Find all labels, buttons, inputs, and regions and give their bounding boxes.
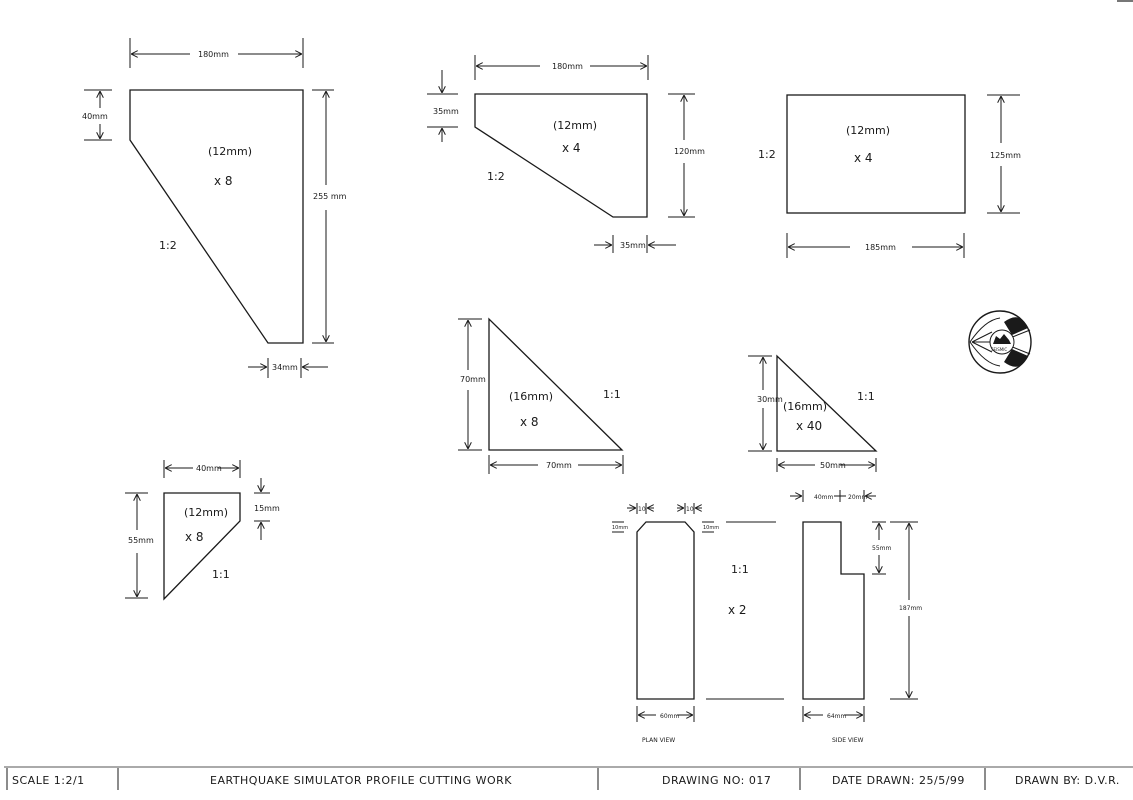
part-e: 30mm 50mm (16mm) x 40 1:1: [748, 354, 878, 472]
part-f-outline: [163, 492, 241, 601]
part-e-outline: [776, 354, 878, 452]
part-g-side-view: 40mm 20mm 55mm 187mm 64mm SIDE VIEW: [790, 490, 922, 744]
part-b-dim-top: 180mm: [552, 62, 583, 71]
part-g-scale: 1:1: [731, 563, 749, 576]
part-g-side-view-label: SIDE VIEW: [832, 737, 864, 744]
part-g-dim-chamfer-left: 10: [638, 506, 646, 513]
part-a: 180mm 40mm 255 mm 34mm (12mm) x 8 1:2: [82, 38, 347, 378]
title-block-drawn-by: DRAWN BY: D.V.R.: [1015, 774, 1120, 787]
title-block-scale: SCALE 1:2/1: [12, 774, 85, 787]
part-e-dim-bottom: 50mm: [820, 461, 846, 470]
part-a-outline: [129, 89, 304, 344]
part-e-dim-left: 30mm: [757, 395, 783, 404]
part-g-dim-height: 187mm: [899, 605, 922, 612]
part-g-dim-chamfer-left-h: 10mm: [612, 525, 628, 531]
part-f-dim-top: 40mm: [196, 464, 222, 473]
part-a-dim-top: 180mm: [198, 50, 229, 59]
part-f-qty: x 8: [185, 530, 204, 544]
part-a-dim-bottom: 34mm: [272, 363, 298, 372]
part-f-dim-left: 55mm: [128, 536, 154, 545]
part-f-scale: 1:1: [212, 568, 230, 581]
part-d-dim-bottom: 70mm: [546, 461, 572, 470]
part-c-thickness: (12mm): [846, 124, 890, 137]
part-e-scale: 1:1: [857, 390, 875, 403]
part-d: 70mm 70mm (16mm) x 8 1:1: [458, 317, 624, 474]
part-e-thickness: (16mm): [783, 400, 827, 413]
part-g-dim-side-bottom: 64mm: [827, 713, 846, 720]
part-g-dim-side-top-right: 20mm: [848, 494, 867, 501]
part-b-qty: x 4: [562, 141, 581, 155]
part-c-dim-bottom: 185mm: [865, 243, 896, 252]
part-a-dim-left: 40mm: [82, 112, 108, 121]
part-a-thickness: (12mm): [208, 145, 252, 158]
earthquake-seismic-logo-icon: SEISMIC: [968, 310, 1032, 374]
part-e-qty: x 40: [796, 419, 822, 433]
part-c-qty: x 4: [854, 151, 873, 165]
part-a-dim-right: 255 mm: [313, 192, 347, 201]
part-b-dim-bottom: 35mm: [620, 241, 646, 250]
part-d-qty: x 8: [520, 415, 539, 429]
title-block-drawing-no: DRAWING NO: 017: [662, 774, 771, 787]
part-b-dim-right: 120mm: [674, 147, 705, 156]
part-d-dim-left: 70mm: [460, 375, 486, 384]
part-g-dim-chamfer-right: 10: [686, 506, 694, 513]
part-g-side-outline: [802, 521, 865, 700]
sheet-corner-mark: [1117, 0, 1133, 2]
title-block-date-drawn: DATE DRAWN: 25/5/99: [832, 774, 965, 787]
part-a-scale: 1:2: [159, 239, 177, 252]
part-a-qty: x 8: [214, 174, 233, 188]
part-g-plan-view-label: PLAN VIEW: [642, 737, 675, 744]
part-d-thickness: (16mm): [509, 390, 553, 403]
part-d-scale: 1:1: [603, 388, 621, 401]
part-d-outline: [488, 317, 624, 451]
part-c-scale: 1:2: [758, 148, 776, 161]
part-g-dim-notch: 55mm: [872, 545, 891, 552]
part-b-dim-left: 35mm: [433, 107, 459, 116]
title-block: SCALE 1:2/1 EARTHQUAKE SIMULATOR PROFILE…: [4, 766, 1133, 790]
part-f: 40mm 55mm 15mm (12mm) x 8 1:1: [125, 460, 280, 601]
part-c-outline: [786, 94, 966, 214]
part-b-outline: [474, 93, 648, 218]
part-g-dim-side-top-left: 40mm: [814, 494, 833, 501]
title-block-title: EARTHQUAKE SIMULATOR PROFILE CUTTING WOR…: [210, 774, 512, 787]
part-f-thickness: (12mm): [184, 506, 228, 519]
part-b-thickness: (12mm): [553, 119, 597, 132]
part-b: 180mm 35mm 120mm 35mm (12mm) x 4 1:2: [427, 55, 705, 253]
part-c: 125mm 185mm (12mm) x 4 1:2: [758, 94, 1021, 258]
part-b-scale: 1:2: [487, 170, 505, 183]
part-g-plan-view: 10 10 10mm 10mm 60mm PLAN VIEW 1:1 x 2: [612, 503, 784, 744]
logo-label: SEISMIC: [991, 347, 1007, 352]
part-g-dim-plan-bottom: 60mm: [660, 713, 679, 720]
part-g-dim-chamfer-right-h: 10mm: [703, 525, 719, 531]
part-g-plan-outline: [636, 521, 695, 700]
part-g-qty: x 2: [728, 603, 747, 617]
part-f-dim-right: 15mm: [254, 504, 280, 513]
part-c-dim-right: 125mm: [990, 151, 1021, 160]
